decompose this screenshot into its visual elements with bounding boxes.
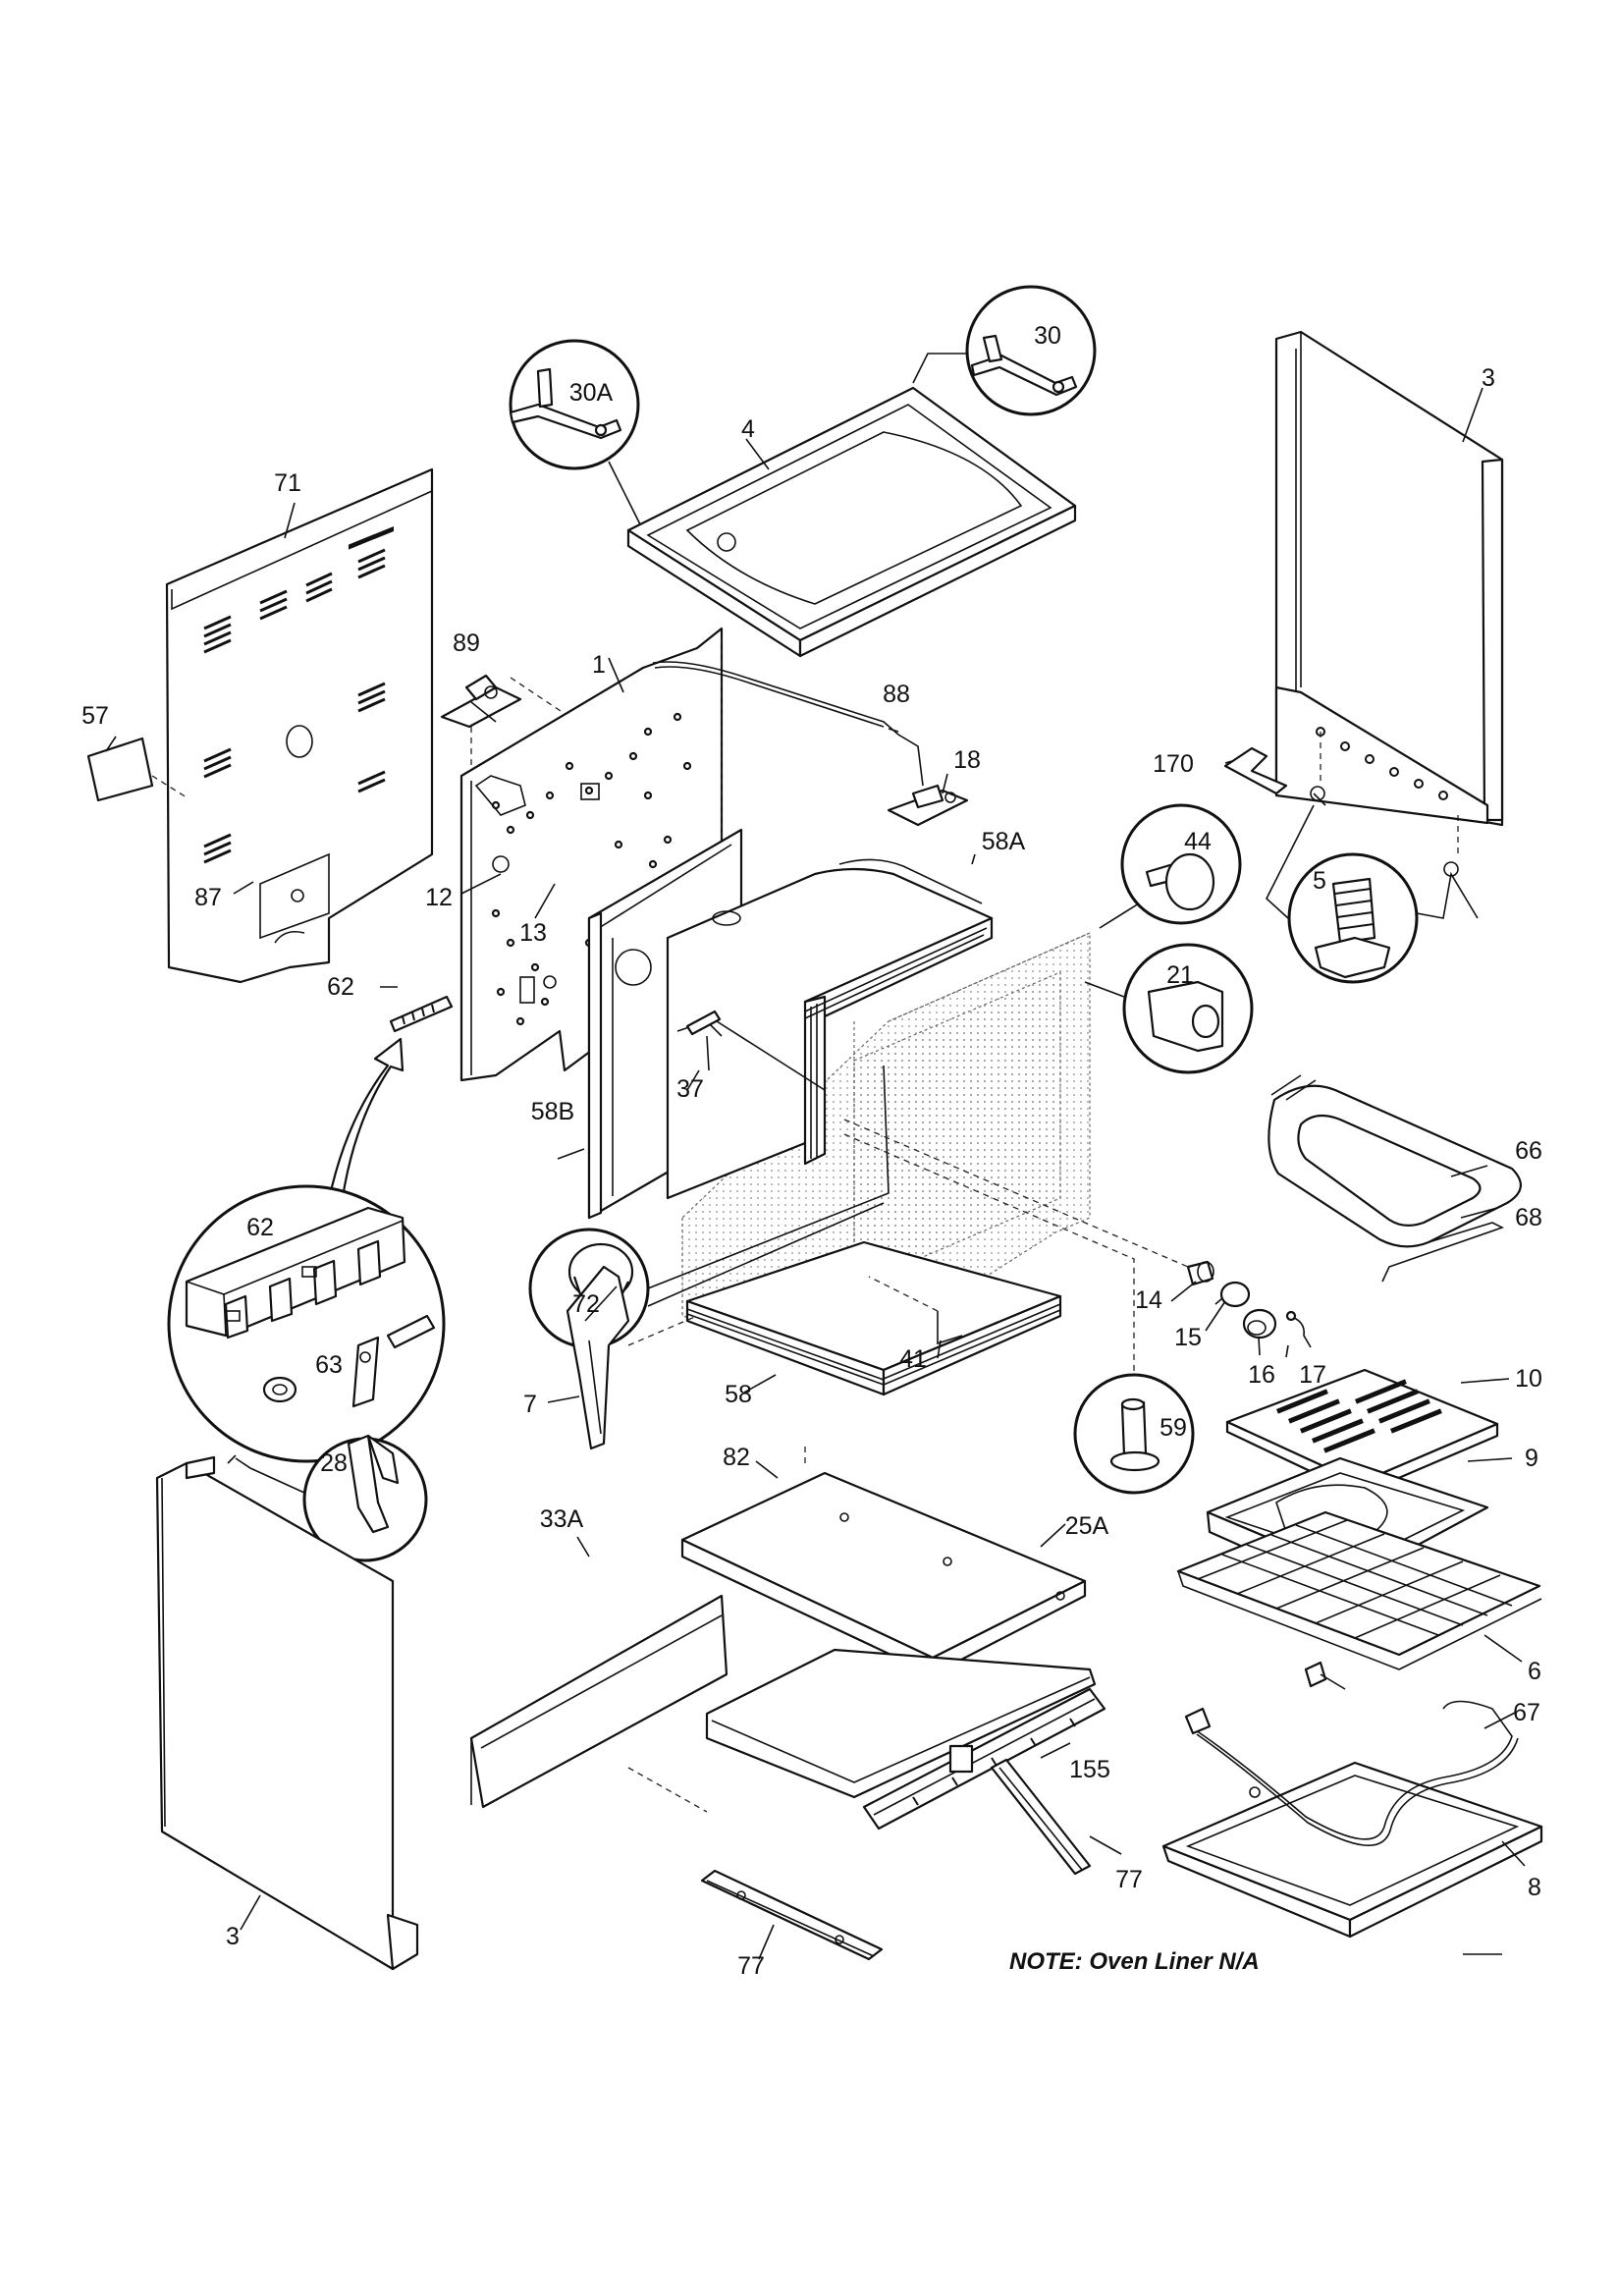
callout-72: 72 — [572, 1290, 600, 1318]
callout-3-bottom: 3 — [226, 1923, 240, 1950]
callout-17: 17 — [1299, 1361, 1326, 1389]
zoom-circle-44 — [1099, 803, 1242, 929]
callout-8: 8 — [1528, 1874, 1541, 1901]
callout-77-right: 77 — [1115, 1866, 1143, 1893]
callout-62-top: 62 — [327, 973, 354, 1001]
callout-21: 21 — [1166, 961, 1194, 989]
callout-12: 12 — [425, 884, 453, 911]
callout-3-top: 3 — [1482, 364, 1495, 392]
callout-4: 4 — [741, 415, 755, 443]
part-77-slide-right — [990, 1758, 1092, 1876]
callout-59: 59 — [1160, 1414, 1187, 1442]
zoom-circle-59 — [1073, 1373, 1195, 1495]
callout-13: 13 — [519, 919, 547, 947]
callout-30: 30 — [1034, 322, 1061, 350]
callout-labels: 30A 30 4 3 71 89 1 88 57 18 170 58A 44 5… — [81, 322, 1542, 1980]
callout-44: 44 — [1184, 828, 1212, 855]
part-58-bottom-insulation — [685, 1240, 1062, 1396]
part-37-probe — [676, 1010, 826, 1091]
part-66-broil-element — [1267, 1074, 1522, 1283]
callout-9: 9 — [1525, 1445, 1538, 1472]
part-33a-kickplate — [469, 1594, 728, 1813]
callout-67: 67 — [1513, 1699, 1540, 1726]
zoom-circle-5 — [1266, 804, 1479, 984]
callout-25a: 25A — [1065, 1512, 1109, 1540]
part-6-oven-rack — [1176, 1510, 1542, 1670]
callout-82: 82 — [723, 1444, 750, 1471]
callout-58: 58 — [725, 1381, 752, 1408]
callout-10: 10 — [1515, 1365, 1542, 1393]
part-25a-panel — [705, 1648, 1097, 1799]
callout-18: 18 — [953, 746, 981, 774]
part-58a-insulation-wrap — [666, 858, 994, 1200]
callout-41: 41 — [899, 1345, 927, 1373]
part-67-bake-element — [1184, 1661, 1519, 1847]
part-170-clip — [1223, 746, 1459, 877]
callout-6: 6 — [1528, 1658, 1541, 1685]
part-71-back-panel — [165, 467, 434, 984]
callout-58a: 58A — [982, 828, 1026, 855]
callout-63: 63 — [315, 1351, 343, 1379]
callout-15: 15 — [1174, 1324, 1202, 1351]
callout-88: 88 — [883, 681, 910, 708]
callout-5: 5 — [1313, 867, 1326, 895]
callout-62-zoom: 62 — [246, 1214, 274, 1241]
callout-71: 71 — [274, 469, 301, 497]
callout-37: 37 — [676, 1075, 704, 1103]
dashed-leaders-center — [843, 1119, 1189, 1375]
part-4-top-panel — [626, 386, 1077, 658]
callout-7: 7 — [523, 1391, 537, 1418]
part-82-lower-panel — [680, 1444, 1087, 1676]
callout-16: 16 — [1248, 1361, 1275, 1389]
part-89-bracket — [440, 674, 629, 766]
callout-68: 68 — [1515, 1204, 1542, 1231]
part-18-switch — [887, 784, 969, 827]
callout-28: 28 — [320, 1449, 348, 1477]
part-77-slide-bottom — [700, 1869, 884, 1961]
callout-87: 87 — [194, 884, 222, 911]
part-57-plate — [86, 737, 188, 802]
callout-170: 170 — [1153, 750, 1194, 778]
callout-57: 57 — [81, 702, 109, 730]
part-155-slide — [862, 1687, 1106, 1831]
callout-1: 1 — [592, 651, 606, 679]
part-88-wire — [652, 661, 924, 787]
part-17-wire — [1285, 1310, 1312, 1348]
zoom-circle-28 — [235, 1434, 428, 1562]
callout-58b: 58B — [531, 1098, 574, 1125]
zoom-circle-30a — [509, 339, 644, 531]
callout-33a: 33A — [540, 1505, 584, 1533]
zoom-circle-21 — [1084, 943, 1254, 1074]
callout-77-bottom: 77 — [737, 1952, 765, 1980]
callout-14: 14 — [1135, 1286, 1162, 1314]
note-oven-liner: NOTE: Oven Liner N/A — [1009, 1948, 1260, 1975]
callout-30a: 30A — [569, 379, 614, 407]
part-8-oven-bottom — [1161, 1761, 1543, 1939]
callout-155: 155 — [1069, 1756, 1110, 1783]
callout-89: 89 — [453, 629, 480, 657]
vent-slots — [203, 548, 386, 864]
part-41-clip — [868, 1276, 963, 1345]
part-3-side-panel-right — [1274, 330, 1504, 854]
zoom-circle-30 — [912, 285, 1097, 416]
leader-lines — [105, 387, 1526, 1960]
zoom-circle-62 — [167, 1184, 446, 1463]
callout-66: 66 — [1515, 1137, 1542, 1165]
part-16-lens — [1242, 1308, 1277, 1339]
part-7-hinge — [566, 1265, 698, 1450]
part-62-terminal-block — [389, 995, 454, 1033]
part-3-side-panel-left — [155, 1454, 419, 1971]
arrow-to-zoom-62 — [322, 1037, 404, 1230]
part-14-socket — [1186, 1260, 1214, 1286]
part-15-bulb — [1214, 1281, 1251, 1308]
